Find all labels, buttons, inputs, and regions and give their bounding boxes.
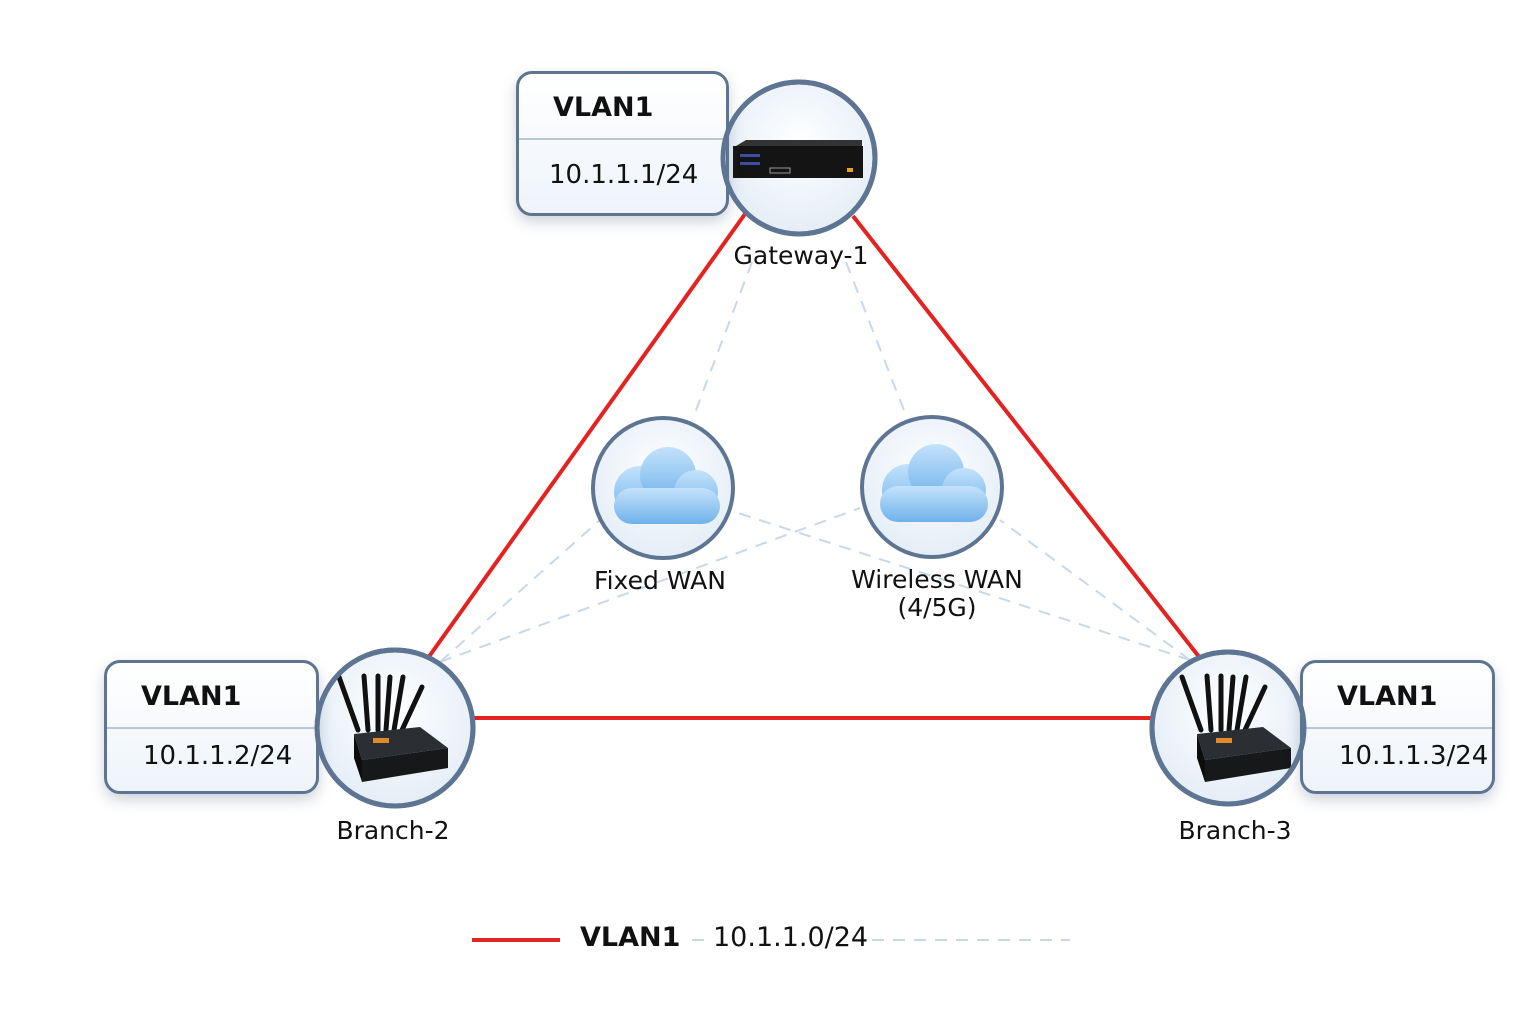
wan-link-branch2-wireless (439, 507, 861, 663)
gateway-1-node[interactable] (720, 79, 878, 237)
branch-3-vlan-box: VLAN1 10.1.1.3/24 (1300, 660, 1495, 794)
fixed-wan-label: Fixed WAN (594, 566, 726, 595)
rack-gateway-icon (733, 140, 863, 178)
ip-address: 10.1.1.2/24 (143, 741, 293, 771)
legend-subnet: 10.1.1.0/24 (713, 922, 869, 953)
divider (519, 138, 726, 140)
divider (1303, 727, 1492, 729)
wan-links (439, 261, 1191, 663)
cloud-icon (880, 444, 988, 522)
wireless-wan-cloud-node (860, 415, 1004, 559)
ip-address: 10.1.1.3/24 (1339, 741, 1489, 771)
branch-2-label: Branch-2 (336, 816, 450, 845)
branch-3-label: Branch-3 (1178, 816, 1292, 845)
vlan-links (426, 212, 1202, 720)
wireless-wan-label-line1: Wireless WAN (851, 565, 1023, 594)
wan-link-branch3-wireless (999, 519, 1191, 661)
wireless-wan-label-line2: (4/5G) (897, 593, 977, 622)
branch-2-vlan-box: VLAN1 10.1.1.2/24 (104, 660, 319, 794)
gateway-1-label: Gateway-1 (733, 241, 869, 270)
wan-link-gateway-fixed (692, 261, 753, 419)
divider (107, 727, 316, 729)
vlan-link-gateway-branch2 (426, 212, 747, 660)
wan-link-branch2-fixed (439, 519, 601, 663)
branch-3-node[interactable] (1149, 649, 1307, 807)
wan-link-gateway-wireless (845, 261, 908, 419)
gateway-1-vlan-box: VLAN1 10.1.1.1/24 (516, 71, 729, 216)
vlan-name: VLAN1 (553, 92, 654, 123)
vlan-link-gateway-branch3 (851, 214, 1202, 660)
vlan-name: VLAN1 (1337, 681, 1438, 712)
legend-vlan-name: VLAN1 (580, 922, 681, 953)
cloud-icon (614, 447, 720, 524)
wan-link-branch3-fixed (734, 511, 1191, 661)
vlan-name: VLAN1 (141, 681, 242, 712)
ip-address: 10.1.1.1/24 (549, 160, 699, 190)
fixed-wan-cloud-node (591, 416, 735, 560)
wireless-wan-label: Wireless WAN (4/5G) (851, 566, 1023, 622)
branch-2-node[interactable] (314, 647, 476, 809)
